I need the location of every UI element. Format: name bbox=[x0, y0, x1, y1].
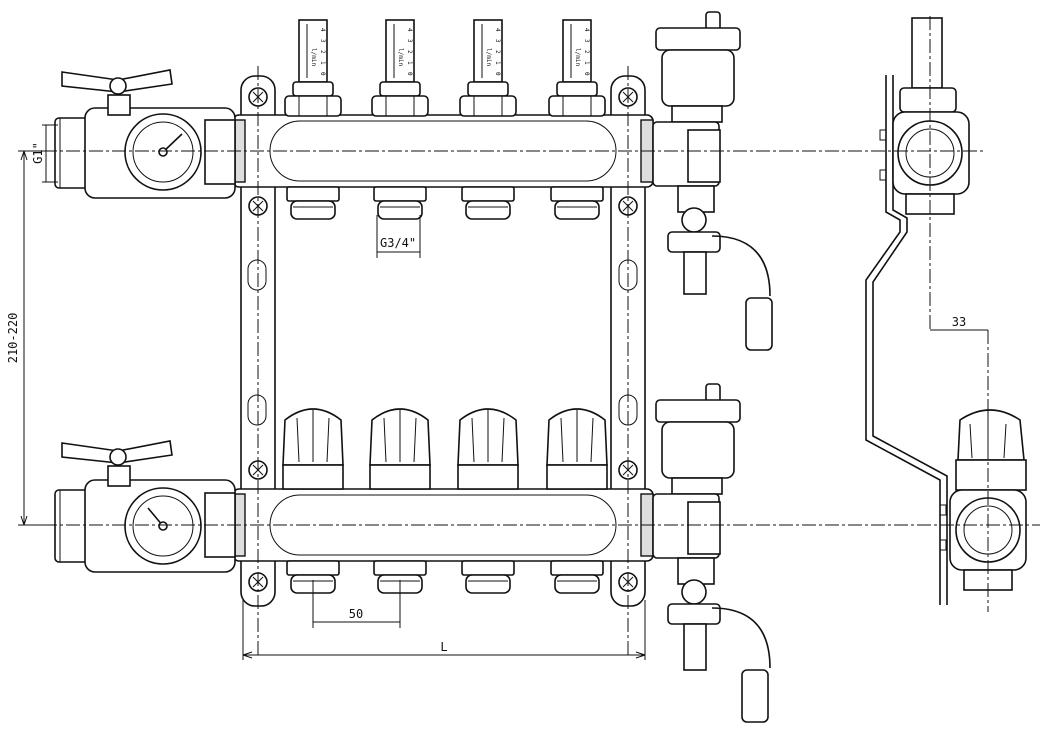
outlet-nipple bbox=[286, 186, 340, 220]
flowmeter-scale-mark: 1 bbox=[319, 61, 326, 65]
side-offset-label: 33 bbox=[952, 315, 966, 329]
supply-drain-valve bbox=[667, 207, 773, 351]
dimension-outlet-pitch: 50 bbox=[312, 580, 401, 628]
outlet-nipple bbox=[550, 186, 604, 220]
dimension-height: 210-220 bbox=[6, 150, 55, 526]
return-drain-valve bbox=[667, 579, 771, 723]
dimension-outlet-thread: G3/4" bbox=[376, 215, 421, 258]
return-end-fitting bbox=[652, 493, 721, 585]
flowmeter-scale-mark: 0 bbox=[319, 72, 326, 76]
return-air-vent bbox=[655, 383, 741, 495]
thermostatic-valve-caps bbox=[282, 408, 608, 490]
flowmeter: l/min 4 3 2 1 0 bbox=[371, 19, 429, 117]
flowmeter: l/min 4 3 2 1 0 bbox=[459, 19, 517, 117]
valve-cap bbox=[282, 408, 344, 490]
flowmeter-scale-mark: 2 bbox=[494, 50, 501, 54]
flowmeter-unit: l/min bbox=[397, 48, 404, 66]
flowmeter-scale-mark: 4 bbox=[406, 28, 413, 32]
flowmeter-scale-mark: 4 bbox=[494, 28, 501, 32]
outlet-pitch-label: 50 bbox=[349, 607, 363, 621]
flowmeter-scale-mark: 3 bbox=[494, 39, 501, 43]
return-thermometer bbox=[124, 487, 202, 565]
supply-air-vent bbox=[655, 11, 741, 123]
valve-cap bbox=[369, 408, 431, 490]
flowmeter-scale-mark: 2 bbox=[406, 50, 413, 54]
length-label: L bbox=[440, 640, 447, 654]
valve-cap bbox=[457, 408, 519, 490]
valve-cap bbox=[546, 408, 608, 490]
outlet-nipple bbox=[550, 560, 604, 594]
flowmeter-unit: l/min bbox=[574, 48, 581, 66]
flowmeter-scale-mark: 0 bbox=[406, 72, 413, 76]
flowmeter-scale-mark: 3 bbox=[319, 39, 326, 43]
flowmeter-scale-mark: 0 bbox=[583, 72, 590, 76]
outlet-connectors bbox=[286, 186, 604, 594]
height-range-label: 210-220 bbox=[6, 313, 20, 364]
flowmeter-scale-mark: 1 bbox=[406, 61, 413, 65]
outlet-nipple bbox=[461, 186, 515, 220]
flowmeter-scale-mark: 0 bbox=[494, 72, 501, 76]
flowmeter-scale-mark: 2 bbox=[319, 50, 326, 54]
flowmeter-scale-mark: 2 bbox=[583, 50, 590, 54]
flowmeter-scale-mark: 4 bbox=[583, 28, 590, 32]
dimension-length: L bbox=[242, 600, 646, 660]
flowmeter-scale-mark: 3 bbox=[406, 39, 413, 43]
outlet-nipple bbox=[461, 560, 515, 594]
center-lines bbox=[20, 16, 1040, 655]
flowmeter: l/min 4 3 2 1 0 bbox=[284, 19, 342, 117]
flowmeter: l/min 4 3 2 1 0 bbox=[548, 19, 606, 117]
flowmeters: l/min 4 3 2 1 0 l/min 4 3 2 1 0 l/min 4 3 2 1 0 l/min 4 3 2 1 0 bbox=[284, 19, 606, 117]
flowmeter-scale-mark: 3 bbox=[583, 39, 590, 43]
flowmeter-unit: l/min bbox=[310, 48, 317, 66]
dimension-inlet-thread: G1" bbox=[31, 124, 58, 183]
return-ball-valve bbox=[54, 440, 236, 573]
flowmeter-scale-mark: 1 bbox=[494, 61, 501, 65]
flowmeter-scale-mark: 1 bbox=[583, 61, 590, 65]
inlet-thread-label: G1" bbox=[31, 142, 45, 164]
flowmeter-unit: l/min bbox=[485, 48, 492, 66]
outlet-thread-label: G3/4" bbox=[380, 236, 416, 250]
supply-end-fitting bbox=[652, 121, 721, 213]
side-view bbox=[865, 17, 1027, 605]
flowmeter-scale-mark: 4 bbox=[319, 28, 326, 32]
dimension-side-offset: 33 bbox=[930, 315, 988, 331]
supply-thermometer bbox=[124, 113, 202, 191]
outlet-nipple bbox=[373, 186, 427, 220]
